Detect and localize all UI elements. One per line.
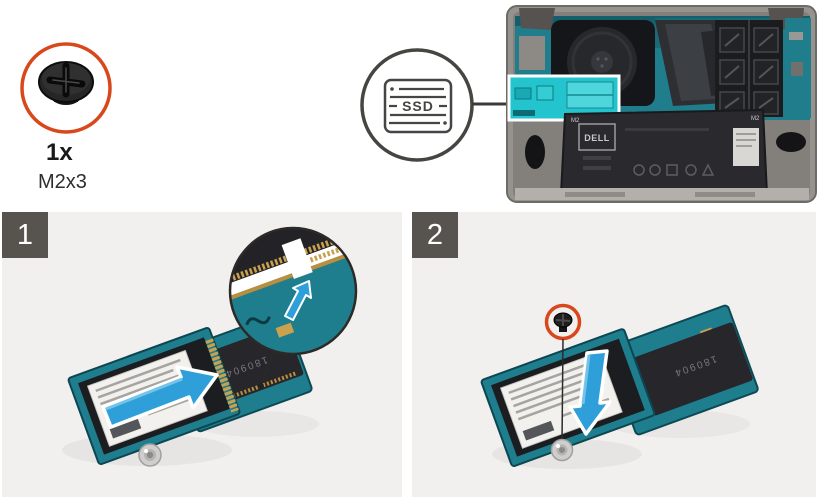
fasten-arrow-icon <box>568 349 612 436</box>
insert-arrow-icon <box>101 365 219 429</box>
screw-callout <box>544 303 582 444</box>
left-hinge <box>519 8 555 30</box>
battery-screw-mark: M2 <box>751 116 760 122</box>
screw-quantity-label: 1x <box>46 139 73 166</box>
battery: DELL M2 M2 <box>559 108 769 195</box>
screw-callout-circle <box>20 42 112 134</box>
connector-detail-callout <box>228 226 358 389</box>
screw-legend: 1x M2x3 <box>20 42 112 193</box>
connector-fingers <box>205 338 239 413</box>
step-2-number: 2 <box>426 218 444 251</box>
right-speaker <box>776 132 806 152</box>
step-1-number: 1 <box>16 218 34 251</box>
battery-screw-mark: M2 <box>571 118 580 124</box>
ssd-icon-label: SSD <box>402 98 434 114</box>
step-1-badge: 1 <box>2 212 48 258</box>
screw-standoff <box>550 438 574 462</box>
laptop-interior-photo: DELL M2 M2 <box>506 5 817 203</box>
left-speaker <box>525 135 545 169</box>
step-2-badge: 2 <box>412 212 458 258</box>
detail-arrow-icon <box>284 280 312 321</box>
ssd-icon: SSD <box>383 78 453 134</box>
step-panel-2: 180904 <box>412 212 816 497</box>
screw-callout-circle <box>544 303 582 341</box>
m2-slot: 180904 <box>633 322 753 416</box>
screw-leader-line <box>561 338 564 444</box>
screw-standoff <box>138 443 162 467</box>
step-panel-1: 180904 <box>2 212 402 497</box>
antenna-modules <box>715 20 783 117</box>
screw-icon <box>38 61 94 105</box>
step-1-illustration: 180904 <box>62 226 358 467</box>
step-2-illustration: 180904 <box>480 303 759 469</box>
screw-size-label: M2x3 <box>38 171 87 193</box>
screw-icon <box>553 312 573 332</box>
battery-brand-label: DELL <box>584 133 610 143</box>
